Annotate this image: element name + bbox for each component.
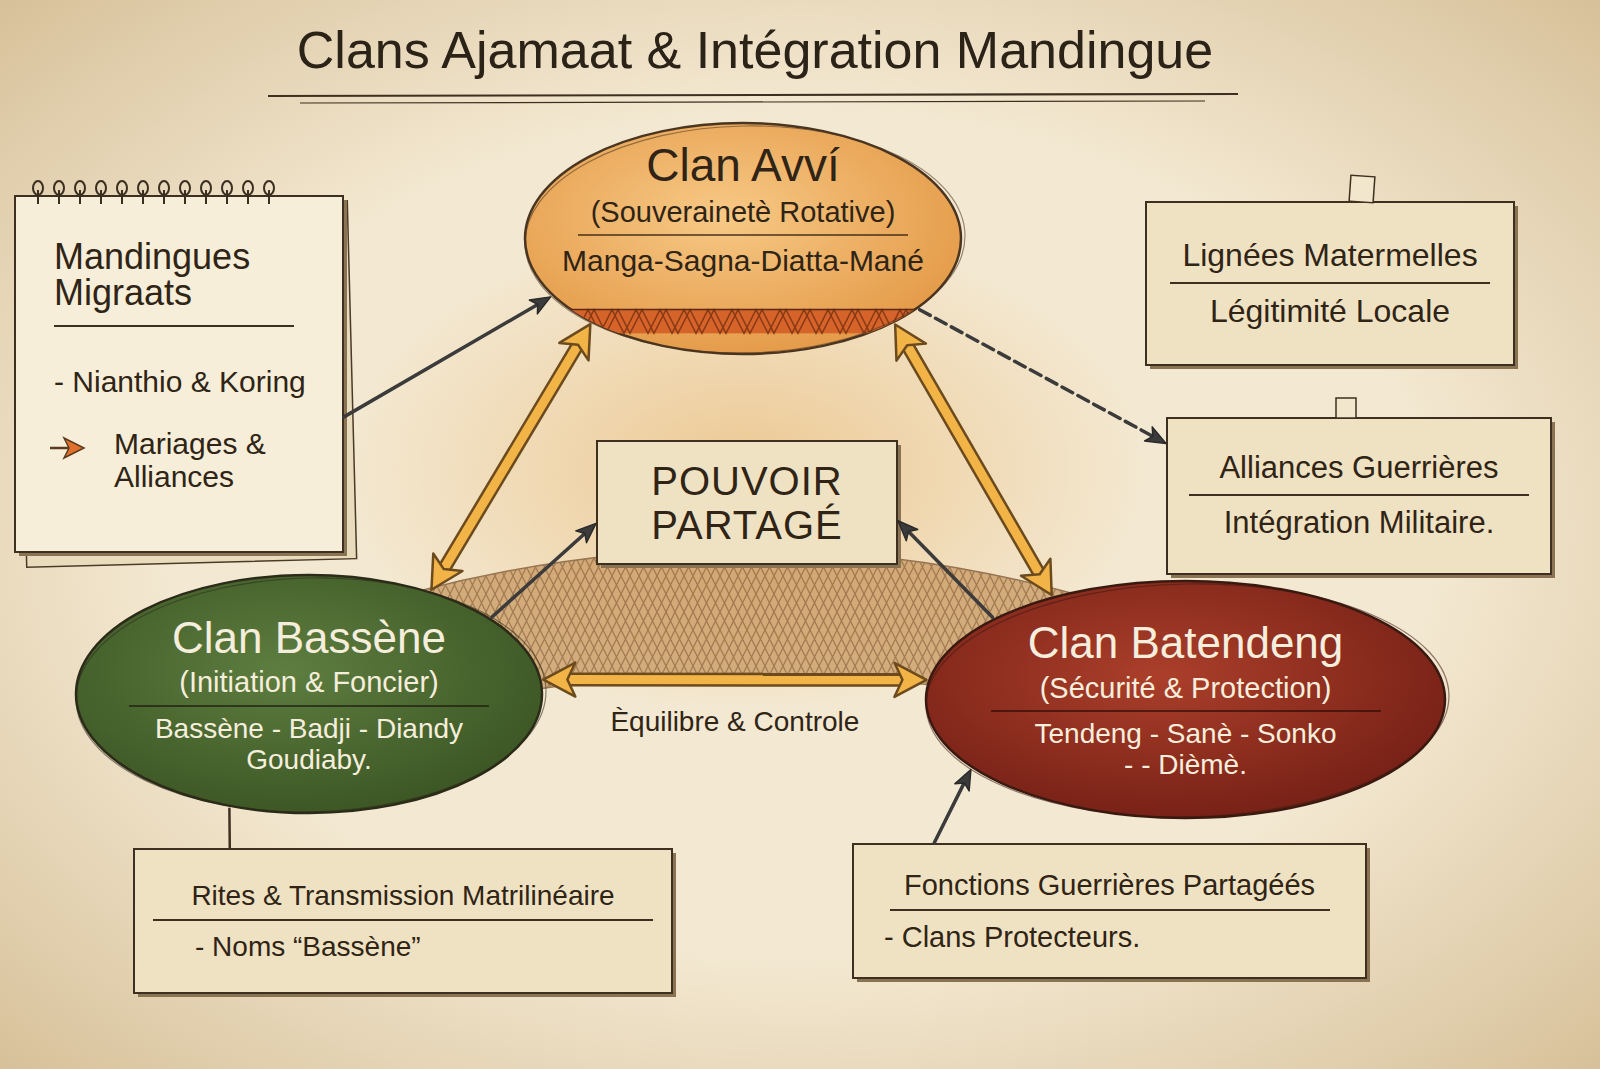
node-text: Manga-Sagna-Diatta-Mané [562, 244, 924, 278]
node-text: Légitimité Locale [1210, 294, 1450, 330]
node-heading: Alliances Guerrières [1219, 451, 1498, 486]
arrow-head [898, 521, 918, 541]
note-box: Alliances GuerrièresIntégration Militair… [1166, 417, 1552, 575]
node-content: Fonctions Guerrières Partagéés - Clans Pr… [854, 845, 1365, 977]
note-box: Rites & Transmission Matrilinéaire - Noms… [133, 848, 673, 994]
node-text: Intégration Militaire. [1224, 506, 1495, 541]
node-heading: Lignées Matermelles [1182, 238, 1477, 274]
bullet-arrow [50, 438, 84, 458]
connector-arrow [898, 521, 992, 617]
node-heading: Clan Avví [646, 140, 839, 192]
notepad-box: Mandingues Migraats - Nianthio & KoringMa… [14, 195, 344, 553]
node-heading: Mandingues Migraats [54, 239, 314, 311]
divider-line [129, 705, 489, 707]
node-text: - Nianthio & Koring [54, 365, 306, 399]
arrow-head [894, 663, 926, 697]
clan-ellipse: Clan Batendeng (Sécurité & Protection) Ten… [923, 578, 1448, 821]
note-box: Lignées MatermellesLégitimité Locale [1145, 201, 1515, 366]
connector-arrow [492, 523, 596, 617]
divider-line [578, 234, 908, 236]
arrow-head [1021, 559, 1052, 595]
connector-arrow [229, 809, 230, 848]
node-text: Bassène - Badji - Diandy Goudiaby. [129, 713, 489, 776]
node-text: (Souverainetè Rotative) [591, 196, 896, 228]
clan-ellipse: Clan Avví (Souverainetè Rotative) Manga-Sa… [522, 120, 964, 357]
arrow-head [955, 769, 971, 790]
node-content: Alliances GuerrièresIntégration Militair… [1168, 419, 1550, 573]
connector-arrow [934, 769, 971, 843]
connector-arrow [895, 324, 1052, 595]
connector-arrow [920, 310, 1166, 444]
divider-line [1189, 494, 1529, 496]
pin-tab [1336, 398, 1356, 418]
pin-tab [1349, 175, 1375, 203]
sketch-outline [523, 121, 968, 357]
diagram-title: Clans Ajamaat & Intégration Mandingue [0, 20, 1510, 80]
connector-arrow [543, 663, 926, 697]
node-content: POUVOIR PARTAGÉ [598, 442, 896, 563]
node-heading: Fonctions Guerrières Partagéés [904, 869, 1315, 901]
divider-line [890, 909, 1330, 911]
arrow-head [576, 523, 596, 542]
connector-arrow [344, 297, 551, 417]
node-heading: Clan Bassène [172, 613, 446, 662]
arrow-head [895, 324, 926, 360]
node-text: Tendeng - Sanè - Sonko - - Dièmè. [1027, 718, 1345, 781]
connector-outline [907, 345, 1039, 574]
sketch-outline [924, 579, 1452, 823]
note-box: Fonctions Guerrières Partagéés - Clans Pr… [852, 843, 1367, 979]
title-underline [300, 101, 1205, 103]
node-content: Lignées MatermellesLégitimité Locale [1147, 203, 1513, 364]
connector-line [920, 310, 1153, 437]
connector-line [907, 345, 1039, 574]
arrow-head [543, 663, 575, 697]
clan-ellipse: Clan Bassène (Initiation & Foncier) Bassèn… [73, 572, 545, 816]
node-heading: Clan Batendeng [1028, 618, 1344, 667]
title-underline [268, 94, 1238, 96]
arrow-head [529, 297, 550, 314]
node-text: (Initiation & Foncier) [179, 666, 439, 698]
connector-line [567, 675, 902, 684]
node-text: - Clans Protecteurs. [884, 921, 1140, 953]
connector-outline [444, 345, 578, 569]
node-heading: Rites & Transmission Matrilinéaire [191, 880, 614, 911]
node-content: Mandingues Migraats - Nianthio & KoringMa… [16, 197, 342, 551]
node-content: Rites & Transmission Matrilinéaire - Noms… [135, 850, 671, 992]
connector-line [444, 345, 578, 569]
arrow-head [431, 554, 462, 590]
node-content: Clan Avví (Souverainetè Rotative) Manga-Sa… [522, 120, 964, 357]
arrow-head [1145, 427, 1166, 444]
node-content: Clan Batendeng (Sécurité & Protection) Ten… [923, 578, 1448, 821]
connector-outline [567, 673, 902, 687]
divider-line [991, 710, 1381, 712]
connector-line [228, 809, 231, 848]
divider-line [1170, 282, 1490, 284]
connector-line [934, 783, 964, 843]
divider-line [54, 325, 294, 327]
arrow-head [559, 324, 590, 360]
notepad-rings [33, 181, 274, 204]
connector-line [492, 533, 585, 617]
connector-line [344, 304, 538, 416]
sketch-outline [74, 573, 549, 817]
node-content: Clan Bassène (Initiation & Foncier) Bassèn… [73, 572, 545, 816]
central-box: POUVOIR PARTAGÉ [596, 440, 898, 565]
node-text: (Sécurité & Protection) [1040, 672, 1332, 704]
connector-arrow [431, 324, 590, 590]
node-text: Mariages & Alliances [114, 427, 314, 494]
divider-line [153, 919, 653, 921]
node-text: - Noms “Bassène” [195, 931, 421, 962]
node-heading: POUVOIR PARTAGÉ [622, 459, 872, 547]
edge-label: Èquilibre & Controle [610, 706, 859, 738]
connector-line [909, 532, 993, 618]
